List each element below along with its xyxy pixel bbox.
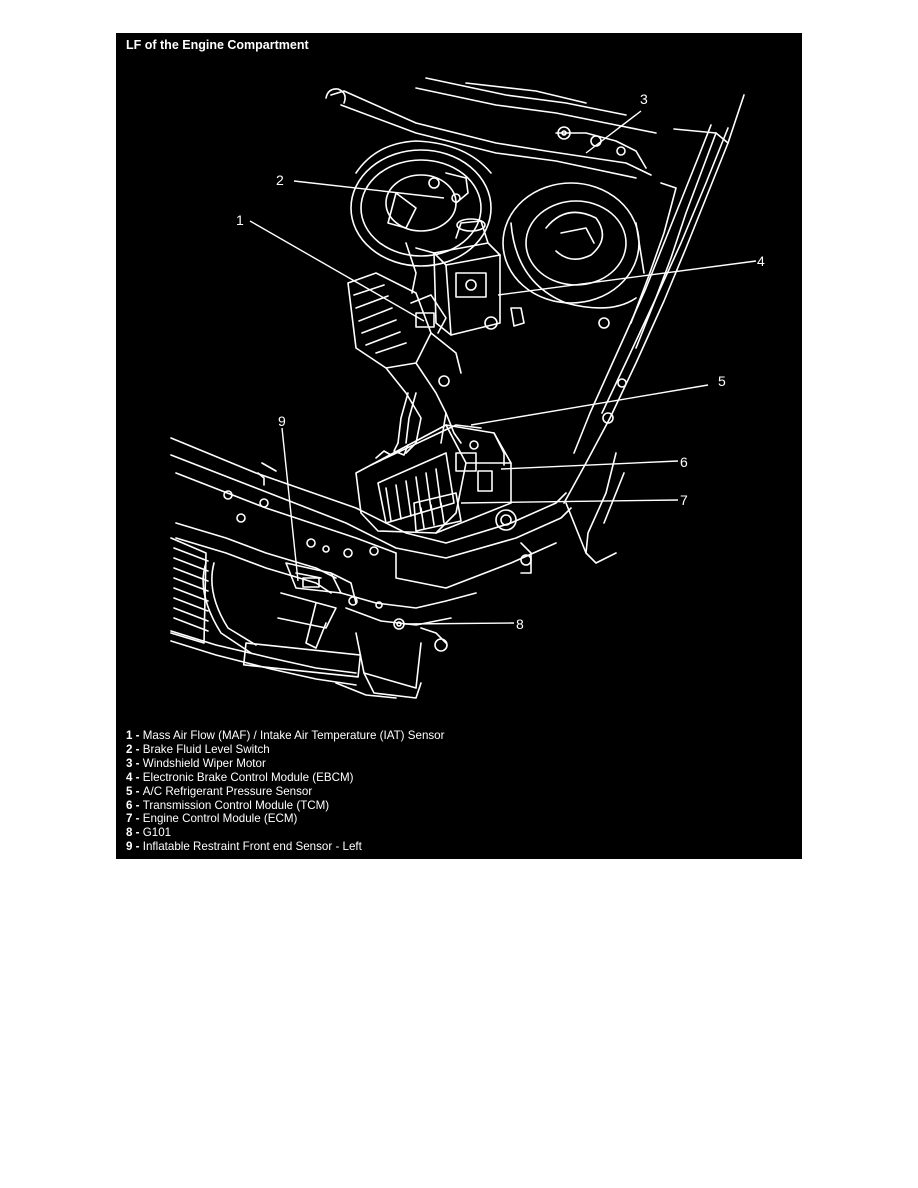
legend-number: 3 <box>126 756 133 770</box>
legend-item: 1 - Mass Air Flow (MAF) / Intake Air Tem… <box>126 729 445 743</box>
leader-line-6 <box>500 460 679 470</box>
legend-number: 8 <box>126 826 133 840</box>
legend-number: 2 <box>126 742 133 756</box>
legend-number: 5 <box>126 784 133 798</box>
legend-item: 8 - G101 <box>126 826 445 840</box>
legend-item: 5 - A/C Refrigerant Pressure Sensor <box>126 785 445 799</box>
legend-number: 6 <box>126 798 133 812</box>
leader-line-4 <box>497 260 757 296</box>
ac-lines <box>393 392 462 456</box>
legend-separator: - <box>132 840 143 854</box>
leader-line-7 <box>460 499 679 504</box>
legend-number: 4 <box>126 770 133 784</box>
wiper-linkage <box>325 77 657 179</box>
legend-item: 2 - Brake Fluid Level Switch <box>126 743 445 757</box>
legend-text: Mass Air Flow (MAF) / Intake Air Tempera… <box>142 729 445 742</box>
callout-9: 9 <box>278 413 286 429</box>
callout-5: 5 <box>718 373 726 389</box>
fender-panel <box>563 94 745 564</box>
legend-separator: - <box>132 770 143 784</box>
legend-number: 1 <box>126 729 133 742</box>
legend-separator: - <box>132 798 143 812</box>
legend-text: Windshield Wiper Motor <box>142 756 266 770</box>
ecm-tcm-assembly <box>355 424 512 534</box>
leader-line-5 <box>470 384 709 426</box>
legend-item: 7 - Engine Control Module (ECM) <box>126 812 445 826</box>
leader-line-1 <box>249 220 425 322</box>
legend-text: Transmission Control Module (TCM) <box>142 798 330 812</box>
radiator-support <box>170 437 572 594</box>
legend-separator: - <box>132 729 143 742</box>
figure-title: LF of the Engine Compartment <box>126 38 309 52</box>
callout-7: 7 <box>680 492 688 508</box>
engine-compartment-drawing: 1 2 3 4 5 6 7 8 9 <box>170 77 765 699</box>
fan-shroud <box>502 182 645 309</box>
engine-compartment-figure: LF of the Engine Compartment <box>116 33 802 859</box>
leader-line-9 <box>281 427 299 582</box>
legend-text: Engine Control Module (ECM) <box>142 812 298 826</box>
air-intake-duct <box>347 272 462 454</box>
legend-item: 6 - Transmission Control Module (TCM) <box>126 799 445 813</box>
ebcm-module <box>405 218 525 336</box>
legend-item: 9 - Inflatable Restraint Front end Senso… <box>126 840 445 854</box>
callout-6: 6 <box>680 454 688 470</box>
legend-separator: - <box>132 826 143 840</box>
leader-line-8 <box>402 622 515 625</box>
lower-bracket <box>335 542 532 699</box>
legend-number: 7 <box>126 812 133 826</box>
callout-8: 8 <box>516 616 524 632</box>
legend-text: Brake Fluid Level Switch <box>142 742 270 756</box>
legend-text: G101 <box>142 826 172 840</box>
legend-separator: - <box>132 812 143 826</box>
callout-1: 1 <box>236 212 244 228</box>
legend-item: 3 - Windshield Wiper Motor <box>126 757 445 771</box>
leader-line-3 <box>585 110 642 154</box>
legend-text: Inflatable Restraint Front end Sensor - … <box>142 840 362 854</box>
legend-separator: - <box>132 756 143 770</box>
legend-list: 1 - Mass Air Flow (MAF) / Intake Air Tem… <box>126 729 445 854</box>
callout-4: 4 <box>757 253 765 269</box>
callout-2: 2 <box>276 172 284 188</box>
legend-item: 4 - Electronic Brake Control Module (EBC… <box>126 771 445 785</box>
brake-booster <box>350 140 492 267</box>
callout-3: 3 <box>640 91 648 107</box>
leader-line-2 <box>293 180 445 199</box>
legend-text: A/C Refrigerant Pressure Sensor <box>142 784 313 798</box>
legend-text: Electronic Brake Control Module (EBCM) <box>142 770 354 784</box>
legend-number: 9 <box>126 840 133 854</box>
leader-lines <box>249 110 757 625</box>
legend-separator: - <box>132 784 143 798</box>
legend-separator: - <box>132 742 143 756</box>
condenser-grille <box>170 537 362 686</box>
